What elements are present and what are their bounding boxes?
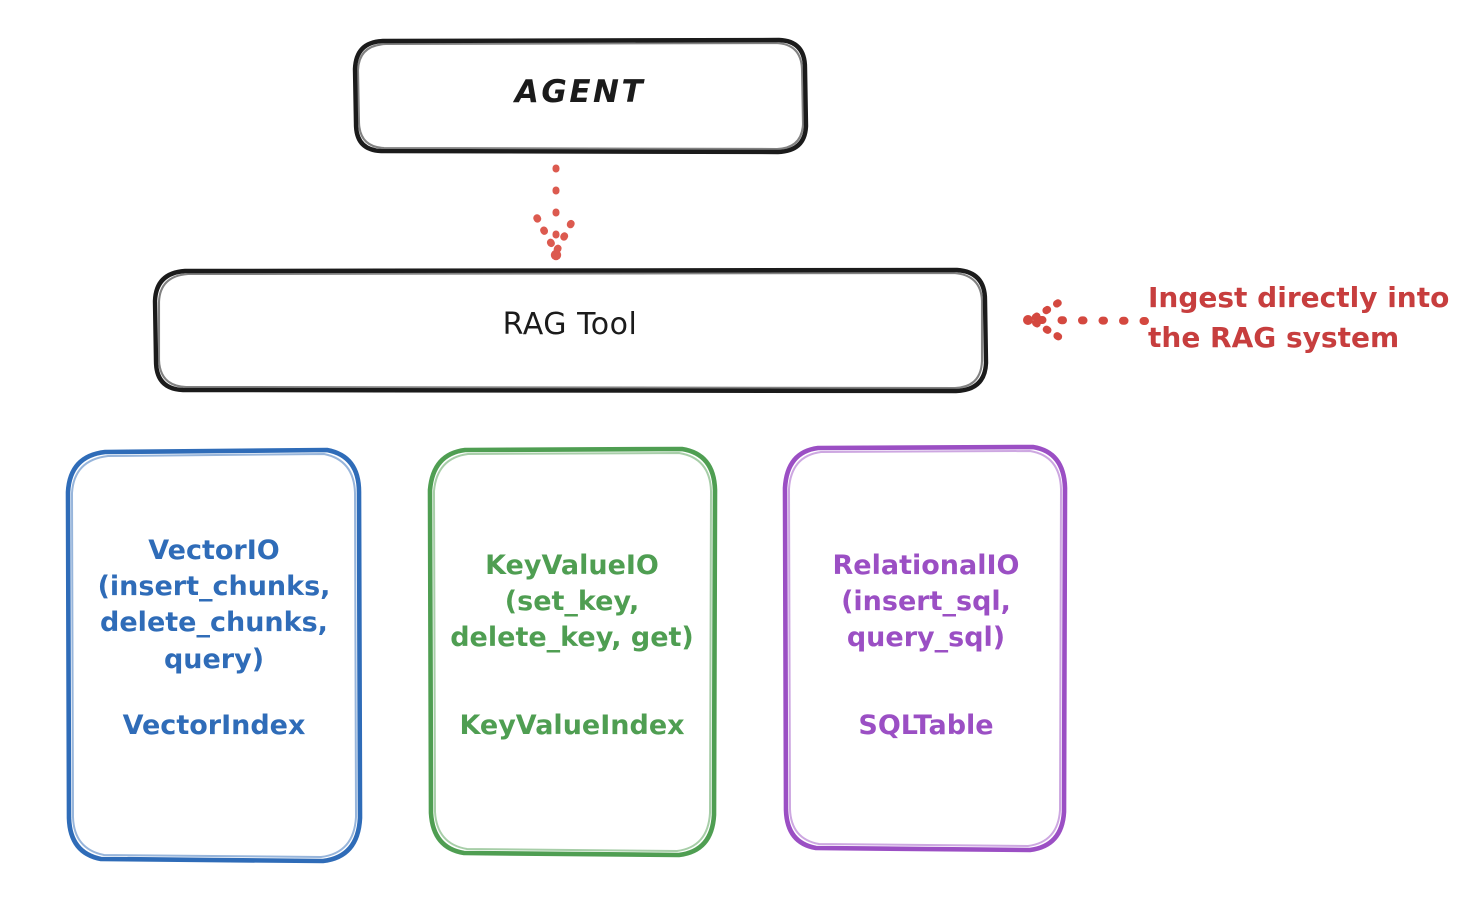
vector-index-label: VectorIndex [122,710,306,741]
vector-io-box[interactable] [65,447,363,864]
sql-table-label: SQLTable [858,710,994,741]
key-value-io-methods-label: KeyValueIO (set_key, delete_key, get) [450,550,694,654]
ingest-arrow-icon [1023,299,1149,341]
agent-label: AGENT [514,74,646,110]
relational-io-box[interactable] [782,444,1068,853]
relational-io-methods-label: RelationalIO (insert_sql, query_sql) [832,550,1020,654]
agent-to-rag-arrow-icon [533,164,579,261]
rag-tool-label: RAG Tool [502,307,638,342]
key-value-io-box[interactable] [427,446,718,858]
key-value-index-label: KeyValueIndex [459,710,685,741]
rag-tool-box[interactable] [152,267,989,394]
ingest-annotation-text: Ingest directly into the RAG system [1148,281,1450,354]
agent-box[interactable] [352,37,809,155]
vector-io-methods-label: VectorIO (insert_chunks, delete_chunks, … [97,535,331,675]
